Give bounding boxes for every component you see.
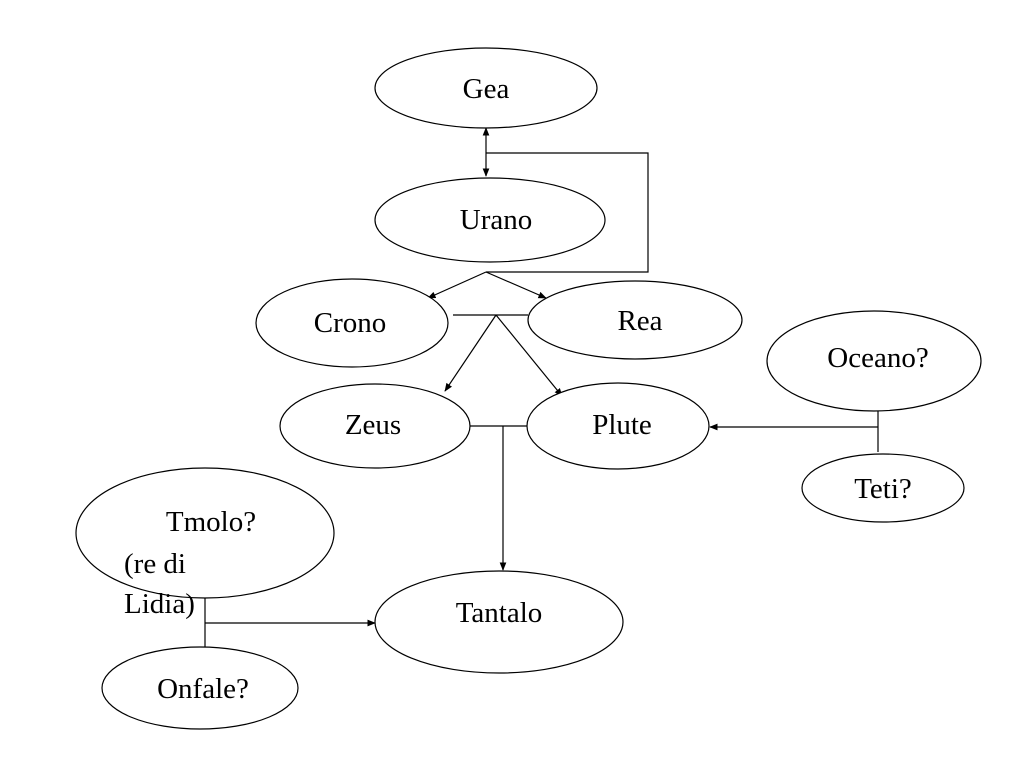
node-label-zeus: Zeus <box>345 409 401 441</box>
to-plute-arrow <box>495 314 563 397</box>
node-plute: Plute <box>526 382 710 470</box>
node-label-tmolo: Tmolo? <box>166 506 256 538</box>
node-onfale: Onfale? <box>101 646 299 730</box>
node-gea: Gea <box>374 47 598 129</box>
node-zeus: Zeus <box>279 383 471 469</box>
node-rea: Rea <box>527 280 743 360</box>
node-label-onfale: Onfale? <box>157 673 249 705</box>
to-crono-arrow <box>427 271 487 299</box>
node-label-tantalo: Tantalo <box>456 597 543 629</box>
node-note-tmolo-line2: Lidia) <box>124 588 195 620</box>
node-label-crono: Crono <box>314 307 387 339</box>
node-oceano: Oceano? <box>766 310 982 412</box>
node-tantalo: Tantalo <box>374 570 624 674</box>
node-label-plute: Plute <box>592 409 652 441</box>
to-zeus-arrow <box>444 314 497 392</box>
node-crono: Crono <box>255 278 449 368</box>
node-tmolo: Tmolo? (re di Lidia) <box>75 467 335 620</box>
node-label-rea: Rea <box>617 305 662 337</box>
node-urano: Urano <box>374 177 606 263</box>
connectors <box>204 127 879 648</box>
node-teti: Teti? <box>801 453 965 523</box>
node-label-gea: Gea <box>463 73 510 105</box>
node-label-teti: Teti? <box>854 473 912 505</box>
node-label-urano: Urano <box>460 204 532 236</box>
node-label-oceano: Oceano? <box>827 342 928 374</box>
to-rea-arrow <box>485 271 547 299</box>
gea-urano-union-line <box>486 152 649 273</box>
node-note-tmolo-line1: (re di <box>124 548 186 580</box>
